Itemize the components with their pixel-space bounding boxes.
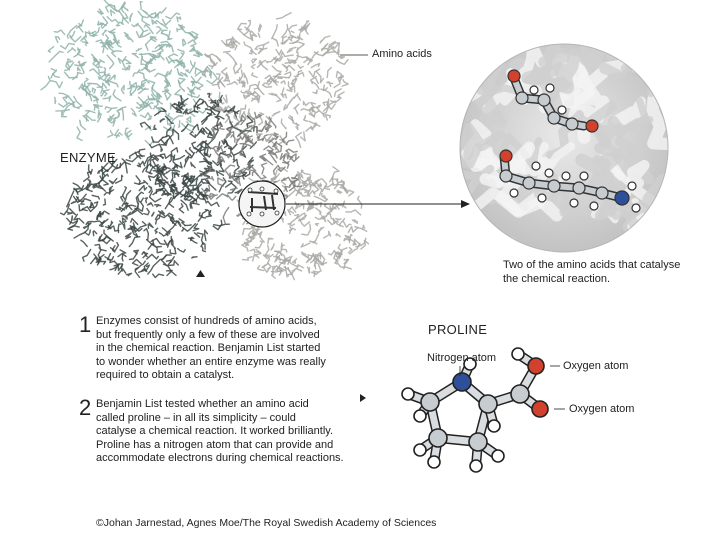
play-arrow-icon bbox=[360, 394, 366, 402]
step-2-text: Benjamin List tested whether an amino ac… bbox=[96, 398, 344, 466]
step-1-line: in the chemical reaction. Benjamin List … bbox=[96, 342, 321, 354]
amino-acids-label: Amino acids bbox=[372, 48, 432, 60]
zoom-caption-line-1: Two of the amino acids that catalyse bbox=[503, 259, 681, 271]
step-2-line: accommodate electrons during chemical re… bbox=[96, 452, 344, 464]
zoom-caption: Two of the amino acids that catalyse the… bbox=[503, 259, 680, 286]
enzyme-structure bbox=[40, 0, 470, 281]
copyright-credit: ©Johan Jarnestad, Agnes Moe/The Royal Sw… bbox=[96, 517, 437, 529]
step-1-line: Enzymes consist of hundreds of amino aci… bbox=[96, 315, 317, 327]
step-1-line: to wonder whether an entire enzyme was r… bbox=[96, 355, 326, 368]
zoom-circle bbox=[459, 43, 669, 253]
step-2-line: catalyse a chemical reaction. It worked … bbox=[96, 425, 334, 437]
step-2-line: Proline has a nitrogen atom that can pro… bbox=[96, 438, 334, 451]
proline-title: PROLINE bbox=[428, 322, 488, 337]
nitrogen-atom-label: Nitrogen atom bbox=[427, 352, 497, 364]
proline-molecule bbox=[401, 347, 565, 473]
step-1-number: 1 bbox=[79, 312, 92, 337]
zoom-caption-line-2: the chemical reaction. bbox=[503, 272, 610, 285]
enzyme-label: ENZYME bbox=[60, 150, 116, 165]
oxygen-atom-label-1: Oxygen atom bbox=[563, 360, 629, 372]
step-2-line: called proline – in all its simplicity –… bbox=[96, 411, 296, 424]
enzyme-highlight-molecules bbox=[246, 186, 280, 217]
step-1-line: but frequently only a few of these are i… bbox=[96, 328, 320, 341]
enzyme-triangle-marker bbox=[196, 270, 205, 277]
oxygen-atom-label-2: Oxygen atom bbox=[569, 403, 635, 415]
step-2-number: 2 bbox=[79, 395, 92, 420]
step-1-text: Enzymes consist of hundreds of amino aci… bbox=[96, 315, 326, 383]
step-2-line: Benjamin List tested whether an amino ac… bbox=[96, 398, 309, 410]
step-1-line: required to obtain a catalyst. bbox=[96, 369, 235, 381]
zoom-connector-arrowhead bbox=[461, 200, 470, 208]
